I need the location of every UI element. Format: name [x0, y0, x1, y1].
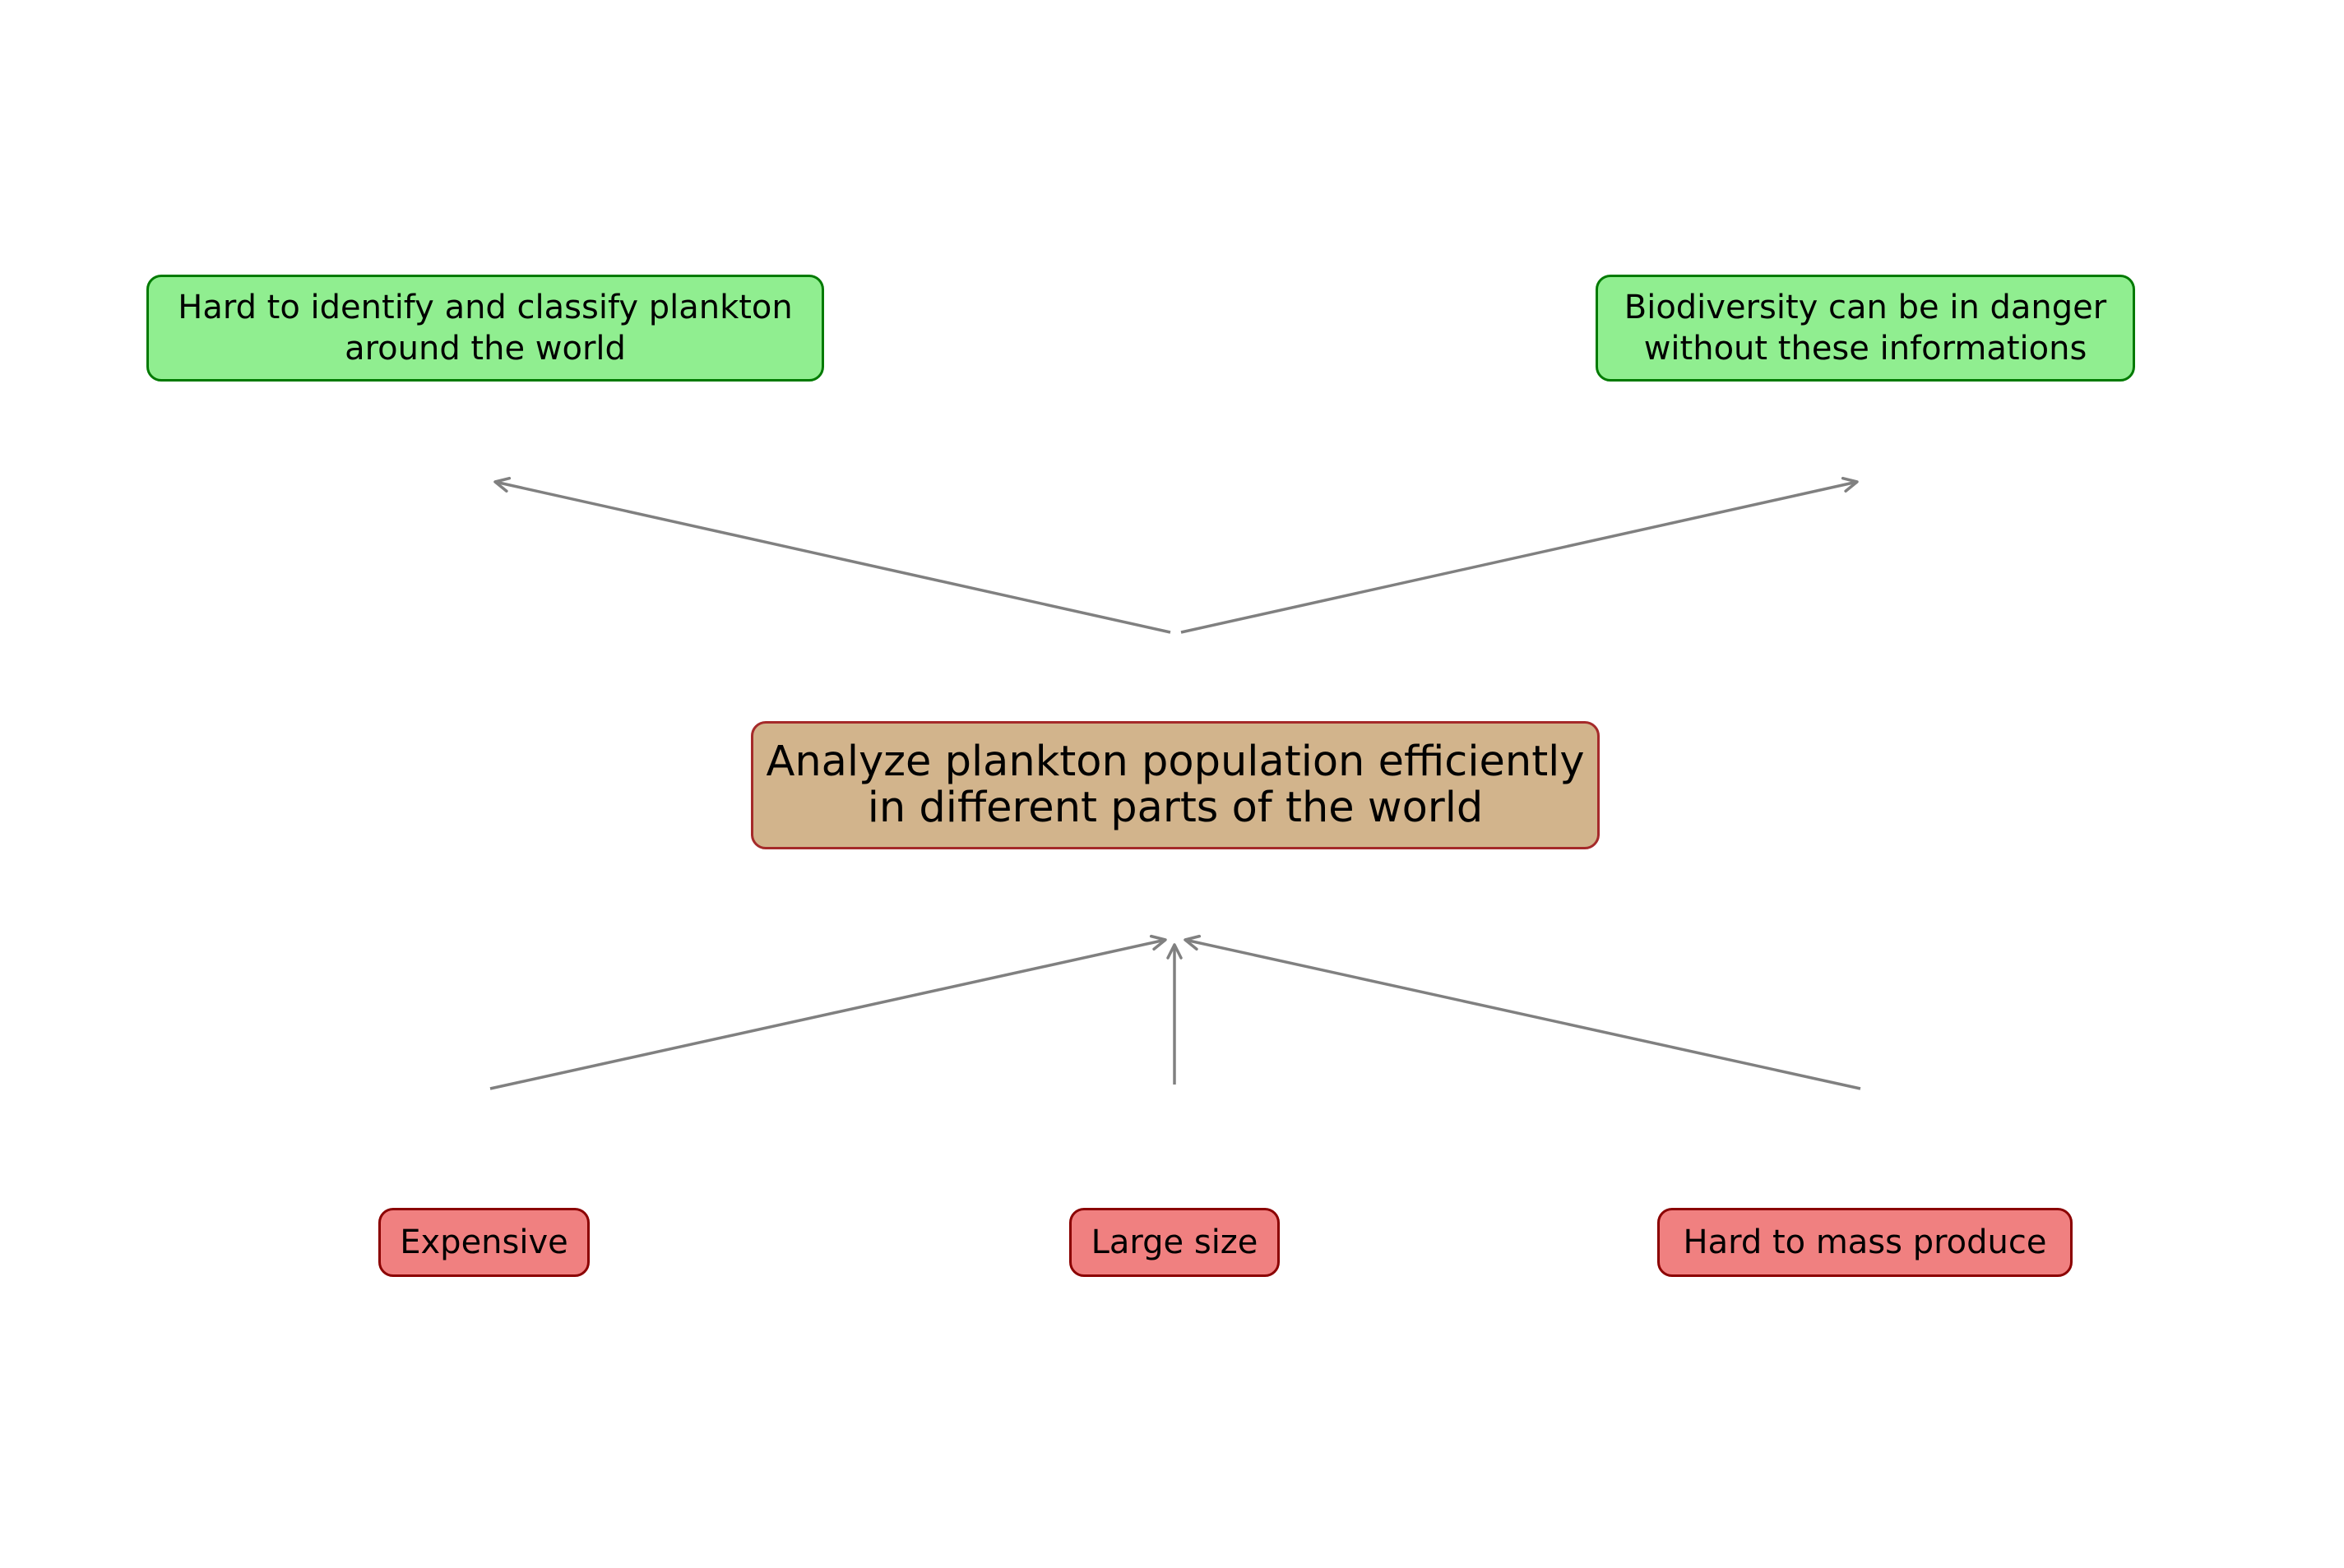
consequence-node-identify: Hard to identify and classify plankton a…	[146, 275, 824, 382]
arrow-problem-3-to-goal	[1184, 934, 1861, 1090]
consequence-node-identify-line1: Hard to identify and classify plankton	[178, 289, 793, 326]
problem-node-expensive-label: Expensive	[400, 1223, 568, 1261]
problem-node-mass-produce: Hard to mass produce	[1657, 1208, 2073, 1277]
goal-node-line2: in different parts of the world	[867, 784, 1484, 832]
consequence-node-biodiversity-line2: without these informations	[1643, 330, 2087, 368]
problem-node-expensive: Expensive	[378, 1208, 590, 1277]
problem-node-large-size-label: Large size	[1091, 1223, 1258, 1261]
consequence-node-identify-line2: around the world	[345, 330, 626, 368]
problem-node-large-size: Large size	[1069, 1208, 1280, 1277]
goal-node: Analyze plankton population efficiently …	[751, 721, 1600, 849]
arrow-problem-1-to-goal	[489, 934, 1167, 1090]
problem-node-mass-produce-label: Hard to mass produce	[1683, 1223, 2047, 1261]
consequence-node-biodiversity-line1: Biodiversity can be in danger	[1624, 289, 2107, 326]
consequence-node-biodiversity: Biodiversity can be in danger without th…	[1596, 275, 2135, 382]
arrow-goal-to-consequence-2	[1180, 476, 1859, 634]
arrow-goal-to-consequence-1	[493, 476, 1171, 634]
goal-node-line1: Analyze plankton population efficiently	[766, 737, 1585, 786]
